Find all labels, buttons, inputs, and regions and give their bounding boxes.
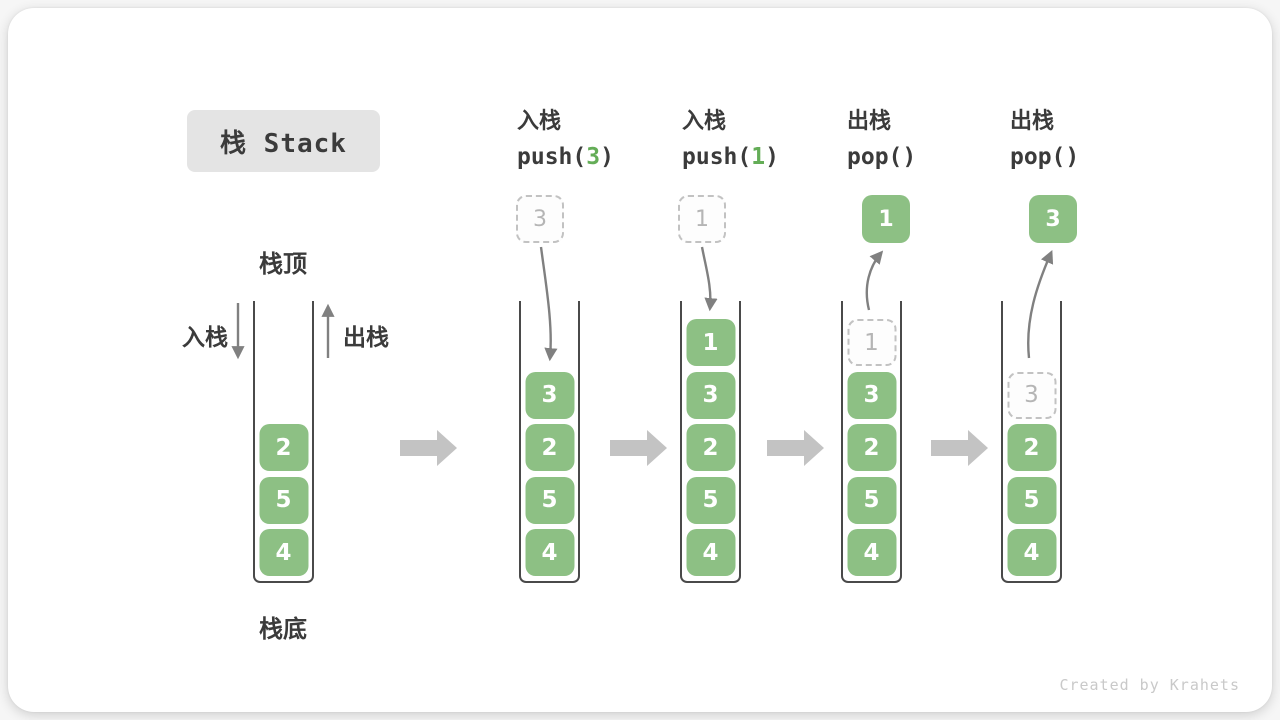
stack-container-pop-3: 3 2 5 4	[1001, 301, 1062, 583]
incoming-value-box: 1	[678, 195, 726, 243]
stack-cell: 4	[847, 529, 896, 576]
stack-bottom-label: 栈底	[259, 616, 307, 643]
code-arg: 3	[586, 144, 601, 170]
code-pre: pop()	[847, 144, 917, 170]
stack-cell-ghost: 3	[1007, 371, 1056, 419]
stack-cell: 2	[1007, 424, 1056, 471]
stack-top-label: 栈顶	[259, 251, 307, 278]
stack-container-initial: 2 5 4	[253, 301, 314, 583]
title-badge: 栈 Stack	[187, 110, 380, 172]
code-pre: push(	[682, 144, 752, 170]
stack-container-push-3: 3 2 5 4	[519, 301, 580, 583]
stack-cell: 5	[259, 476, 308, 524]
stack-cell: 4	[686, 529, 735, 576]
push-1-curve-arrow-icon	[700, 246, 718, 312]
stack-cell: 5	[525, 476, 574, 524]
popped-value-box: 1	[862, 195, 910, 243]
stack-cell: 1	[686, 319, 735, 366]
stack-cell: 2	[847, 424, 896, 471]
stack-cell: 5	[1007, 476, 1056, 524]
stack-cell: 3	[686, 371, 735, 419]
step-arrow-icon	[931, 430, 988, 466]
operation-label: 出栈	[847, 108, 892, 133]
header-push-1: 入栈 push(1)	[682, 103, 779, 170]
stack-cell: 3	[847, 371, 896, 419]
code-arg: 1	[751, 144, 766, 170]
step-arrow-icon	[400, 430, 457, 466]
operation-label: 出栈	[1010, 108, 1055, 133]
stack-cell: 5	[847, 476, 896, 524]
operation-label: 入栈	[517, 108, 562, 133]
stack-cell: 5	[686, 476, 735, 524]
stack-cell: 2	[525, 424, 574, 471]
operation-code: pop()	[1010, 144, 1079, 170]
code-pre: push(	[517, 144, 587, 170]
step-arrow-icon	[610, 430, 667, 466]
popped-value-box: 3	[1029, 195, 1077, 243]
code-pre: pop()	[1010, 144, 1080, 170]
incoming-value-box: 3	[516, 195, 564, 243]
stack-cell-ghost: 1	[847, 319, 896, 366]
code-post: )	[765, 144, 779, 170]
stack-container-push-1: 1 3 2 5 4	[680, 301, 741, 583]
stack-cell: 4	[259, 529, 308, 576]
push-direction-label: 入栈	[182, 324, 228, 350]
operation-code: push(1)	[682, 144, 779, 170]
header-push-3: 入栈 push(3)	[517, 103, 614, 170]
header-pop-1: 出栈 pop()	[847, 103, 916, 170]
stack-cell: 4	[1007, 529, 1056, 576]
header-pop-3: 出栈 pop()	[1010, 103, 1079, 170]
code-post: )	[600, 144, 614, 170]
stack-container-pop-1: 1 3 2 5 4	[841, 301, 902, 583]
step-arrow-icon	[767, 430, 824, 466]
operation-code: pop()	[847, 144, 916, 170]
stack-cell: 4	[525, 529, 574, 576]
pop-direction-label: 出栈	[343, 324, 389, 350]
stack-cell: 2	[686, 424, 735, 471]
stack-cell: 2	[259, 424, 308, 471]
operation-code: push(3)	[517, 144, 614, 170]
operation-label: 入栈	[682, 108, 727, 133]
stack-cell: 3	[525, 371, 574, 419]
watermark: Created by Krahets	[1059, 676, 1240, 694]
